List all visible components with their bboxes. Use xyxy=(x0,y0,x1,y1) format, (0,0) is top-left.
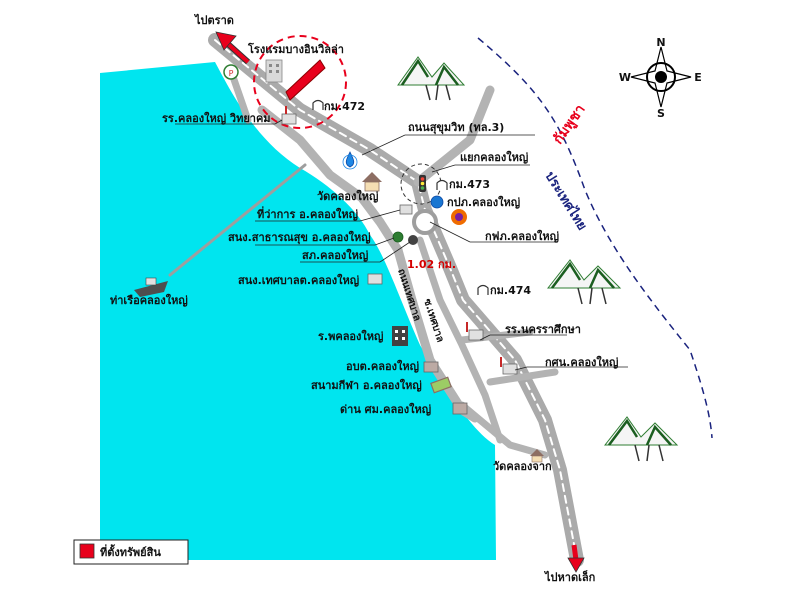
label-hospital: ร.พคลองใหญ่ xyxy=(318,329,383,343)
municipality-icon xyxy=(367,273,383,285)
label-pea: กฟภ.คลองใหญ่ xyxy=(485,229,559,243)
label-police: สภ.คลองใหญ่ xyxy=(302,248,368,262)
nfe-center-icon xyxy=(500,357,518,375)
gas-station-icon: P xyxy=(223,64,239,80)
temple-icon xyxy=(362,172,382,192)
road-north-branch xyxy=(413,85,495,187)
label-nfe-center: กศน.คลองใหญ่ xyxy=(545,355,618,369)
road-south-west xyxy=(458,401,549,459)
school-icon xyxy=(281,106,297,125)
district-office-icon xyxy=(399,204,413,215)
mountain-icon xyxy=(603,416,679,462)
label-nakhon-school: รร.นครราศึกษา xyxy=(505,323,581,336)
pea-icon xyxy=(451,209,467,225)
road-to-pier xyxy=(168,163,307,277)
label-wat-khlong-yai: วัดคลองใหญ่ xyxy=(317,189,378,203)
mountain-icon xyxy=(546,259,622,305)
compass-south: S xyxy=(657,107,665,120)
label-health-office: สนง.สาธารณสุข อ.คลองใหญ่ xyxy=(228,230,371,245)
legend-label: ที่ตั้งทรัพย์สิน xyxy=(100,544,161,559)
label-km473: กม.473 xyxy=(449,178,490,191)
border-line xyxy=(477,37,713,439)
svg-text:P: P xyxy=(229,69,234,78)
label-km474: กม.474 xyxy=(490,284,531,297)
arrow-to-hat-lek xyxy=(567,544,585,573)
label-municipality: สนง.เทศบาลต.คลองใหญ่ xyxy=(238,273,359,287)
arrow-to-trat xyxy=(215,31,251,65)
compass-north: N xyxy=(656,36,665,49)
km474-icon xyxy=(477,284,489,295)
water-drop-icon xyxy=(345,151,355,168)
road-coastal xyxy=(257,105,403,255)
label-km472: กม.472 xyxy=(324,100,365,113)
mountain-icon xyxy=(397,56,466,101)
road-network xyxy=(168,33,584,567)
label-pwa: กปภ.คลองใหญ่ xyxy=(447,195,520,209)
water-drop-ring-icon xyxy=(342,154,358,170)
km472-icon xyxy=(312,99,324,110)
traffic-light-icon xyxy=(419,175,426,192)
label-to-hat-lek: ไปหาดเล็ก xyxy=(543,570,596,584)
road-soi-municipal xyxy=(416,236,504,444)
label-wat-khlong-jak: วัดคลองจาก xyxy=(493,460,552,473)
ship-icon xyxy=(134,277,168,297)
sao-icon xyxy=(423,361,439,373)
label-stadium: สนามกีฬา อ.คลองใหญ่ xyxy=(311,378,422,392)
label-distance: 1.02 กม. xyxy=(407,258,456,271)
label-pier: ท่าเรือคลองใหญ่ xyxy=(110,293,188,307)
property-marker xyxy=(285,59,326,101)
label-cambodia: กัมพูชา xyxy=(550,102,589,147)
pwa-icon xyxy=(430,195,444,209)
customs-icon xyxy=(452,402,468,415)
label-sao: อบต.คลองใหญ่ xyxy=(346,359,419,373)
sukhumvit-road-centerline xyxy=(214,39,578,561)
wat-khlong-jak-icon xyxy=(530,449,544,463)
legend: ที่ตั้งทรัพย์สิน xyxy=(73,539,189,565)
label-thailand: ประเทศไทย xyxy=(542,168,592,233)
leader-lines xyxy=(175,119,628,371)
km473-icon xyxy=(436,179,448,190)
compass-west: W xyxy=(619,71,631,84)
sea xyxy=(100,62,496,560)
hotel-building-icon xyxy=(265,59,283,83)
hospital-icon xyxy=(392,326,408,346)
label-intersection: แยกคลองใหญ่ xyxy=(460,150,528,164)
police-icon xyxy=(408,235,418,245)
health-office-icon xyxy=(392,231,404,243)
nakhon-school-icon xyxy=(466,322,484,341)
label-district-office: ที่ว่าการ อ.คลองใหญ่ xyxy=(257,206,358,221)
label-school: รร.คลองใหญ่ วิทยาคม xyxy=(162,111,271,125)
label-to-trat: ไปตราด xyxy=(193,13,234,27)
property-highlight-circle xyxy=(253,35,347,129)
stadium-icon xyxy=(430,376,452,394)
road-east-2 xyxy=(486,368,559,386)
compass-east: E xyxy=(694,71,702,84)
label-customs: ด่าน ศม.คลองใหญ่ xyxy=(340,402,431,416)
compass-rose xyxy=(630,46,692,108)
label-hotel: โรงแรมบางอินวิลล่า xyxy=(247,42,344,56)
legend-swatch xyxy=(79,543,95,559)
roundabout xyxy=(412,209,438,235)
label-sukhumvit: ถนนสุขุมวิท (ทล.3) xyxy=(408,121,504,135)
